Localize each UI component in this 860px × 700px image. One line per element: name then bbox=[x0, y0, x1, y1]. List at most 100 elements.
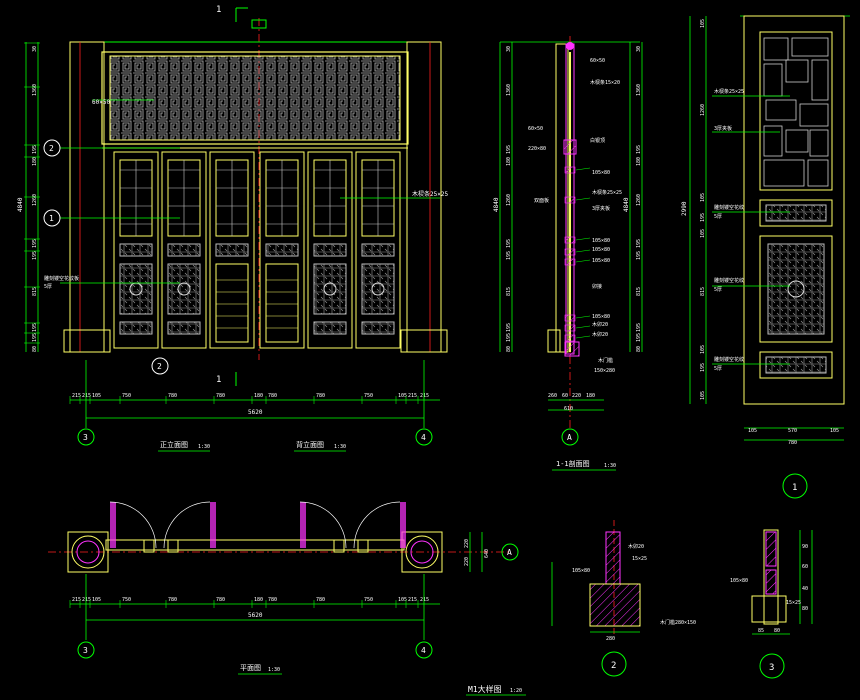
leaf-lattice-cell bbox=[791, 37, 829, 57]
plan-dim-value: 780 bbox=[216, 597, 225, 603]
section-sill bbox=[564, 341, 580, 357]
plan-column-left-inner bbox=[76, 540, 100, 564]
leaf-rosette bbox=[371, 282, 385, 296]
leaf-rosette bbox=[787, 280, 805, 298]
s1-width: 180 bbox=[586, 393, 595, 399]
left-dim-value: 195 bbox=[32, 333, 38, 342]
plan-dim-value: 215 bbox=[82, 597, 91, 603]
leaf-note: 3厚夹板 bbox=[714, 125, 732, 132]
section-left-dim-value: 195 bbox=[506, 239, 512, 248]
leaf-dim-value: 815 bbox=[700, 287, 706, 296]
left-column bbox=[69, 41, 105, 353]
section-right-dim-value: 195 bbox=[636, 251, 642, 260]
s1-note: 木门槛 bbox=[598, 357, 613, 364]
section-annotations: 60×50 木棂条15×20 60×50 白银顶 220×80 105×80 木… bbox=[528, 58, 622, 374]
plan-leaf bbox=[110, 502, 116, 548]
leaf-dim-value: 105 bbox=[700, 19, 706, 28]
section-left-dim-value: 1260 bbox=[506, 194, 512, 206]
axis-bubble-4-label: 4 bbox=[421, 433, 426, 442]
s1-note: 木棂条25×25 bbox=[592, 189, 622, 196]
leaf-waist-panel bbox=[361, 243, 395, 257]
carved-panel-note: 雕刻镂空花纹板 bbox=[44, 275, 79, 282]
right-column-base bbox=[400, 329, 448, 353]
front-elevation: 1 2 1 2 1 60×50 木棂条2 bbox=[17, 5, 448, 452]
section-right-dim-value: 195 bbox=[636, 323, 642, 332]
section-left-dim-value: 180 bbox=[506, 157, 512, 166]
plan-dim-value: 105 bbox=[92, 597, 101, 603]
plan-dim-value: 215 bbox=[408, 597, 417, 603]
plan-column-right-inner bbox=[410, 540, 434, 564]
section-right-dim-value: 815 bbox=[636, 287, 642, 296]
section-transom-node bbox=[563, 139, 577, 155]
leader-line bbox=[575, 325, 591, 329]
plan-right-dim-label: 220 bbox=[464, 557, 470, 566]
bottom-dim-value: 105 bbox=[398, 393, 407, 399]
section-right-dim-value: 1260 bbox=[636, 194, 642, 206]
door-leaves bbox=[113, 151, 401, 349]
leaf-lattice bbox=[763, 37, 829, 187]
section-right-dim-value: 80 bbox=[636, 346, 642, 352]
leaf-note: 雕刻镂空花纹 bbox=[714, 204, 744, 211]
leaf-rosette bbox=[177, 282, 191, 296]
left-dim-value: 195 bbox=[32, 323, 38, 332]
leaf-dim-value: 105 bbox=[700, 229, 706, 238]
leaf-note: 木棂条25×25 bbox=[714, 88, 744, 95]
section-1-1-title: 1-1剖面图 bbox=[556, 459, 590, 468]
plan-swing-arc bbox=[353, 501, 401, 549]
detail3-note: 15×25 bbox=[786, 600, 801, 606]
s1-note: 3厚夹板 bbox=[592, 205, 610, 212]
leaf-lattice-cell bbox=[763, 159, 805, 187]
leaf-lower-carving bbox=[767, 243, 825, 335]
plan-axis-bubble-3-label: 3 bbox=[83, 646, 88, 655]
detail-bubble-1 bbox=[782, 473, 808, 499]
s1-note: 105×80 bbox=[592, 170, 610, 176]
section-node bbox=[564, 166, 576, 174]
bottom-dim-value: 215 bbox=[408, 393, 417, 399]
bottom-dim-value: 215 bbox=[420, 393, 429, 399]
detail2-stile bbox=[605, 531, 621, 585]
plan-leaves bbox=[109, 501, 406, 553]
detail3-note: 105×80 bbox=[730, 578, 748, 584]
leaf-lattice-cell bbox=[763, 125, 783, 157]
leaf-waist-panel bbox=[265, 243, 299, 257]
section-mark-1-top: 1 bbox=[216, 5, 221, 15]
plan-title: 平面图 bbox=[240, 664, 261, 672]
s1-note: 105×80 bbox=[592, 314, 610, 320]
detail3-vdim: 40 bbox=[802, 586, 808, 592]
plan-dim-value: 180 bbox=[254, 597, 263, 603]
door-leaf bbox=[161, 151, 207, 349]
leader-line bbox=[575, 167, 591, 171]
section-bubble-2-bottom-label: 2 bbox=[157, 362, 162, 371]
plan-dim-value: 215 bbox=[72, 597, 81, 603]
leaf-bottom-panel bbox=[759, 351, 833, 379]
leaf-dim-value: 195 bbox=[700, 213, 706, 222]
leaf-upper-panel bbox=[759, 31, 833, 191]
section-1-1-scale: 1:30 bbox=[604, 463, 616, 469]
leaf-bottom-panel bbox=[167, 321, 201, 335]
axis-bubble-3 bbox=[77, 428, 95, 446]
leaf-width-total-label: 780 bbox=[788, 440, 797, 446]
axis-bubble-a-label: A bbox=[567, 433, 572, 442]
left-dim-value: 1360 bbox=[32, 84, 38, 96]
s1-note: 白银顶 bbox=[590, 137, 605, 144]
section-right-total: 4840 bbox=[623, 197, 630, 212]
carved-panel-note-2: 5厚 bbox=[44, 284, 52, 290]
plan-leaf bbox=[400, 502, 406, 548]
bottom-dim-value: 105 bbox=[92, 393, 101, 399]
leaf-lattice-cell bbox=[763, 37, 789, 61]
leader-line bbox=[575, 197, 591, 201]
detail2-sill bbox=[589, 583, 641, 627]
leaf-lattice-cell bbox=[785, 129, 809, 153]
leaf-waist-panel bbox=[313, 243, 347, 257]
section-column-base bbox=[547, 329, 561, 353]
s1-note: 木棂条15×20 bbox=[590, 79, 620, 86]
leaf-note: 5厚 bbox=[714, 287, 722, 293]
detail-bubble-2 bbox=[601, 651, 627, 677]
detail2-note: 15×25 bbox=[632, 556, 647, 562]
